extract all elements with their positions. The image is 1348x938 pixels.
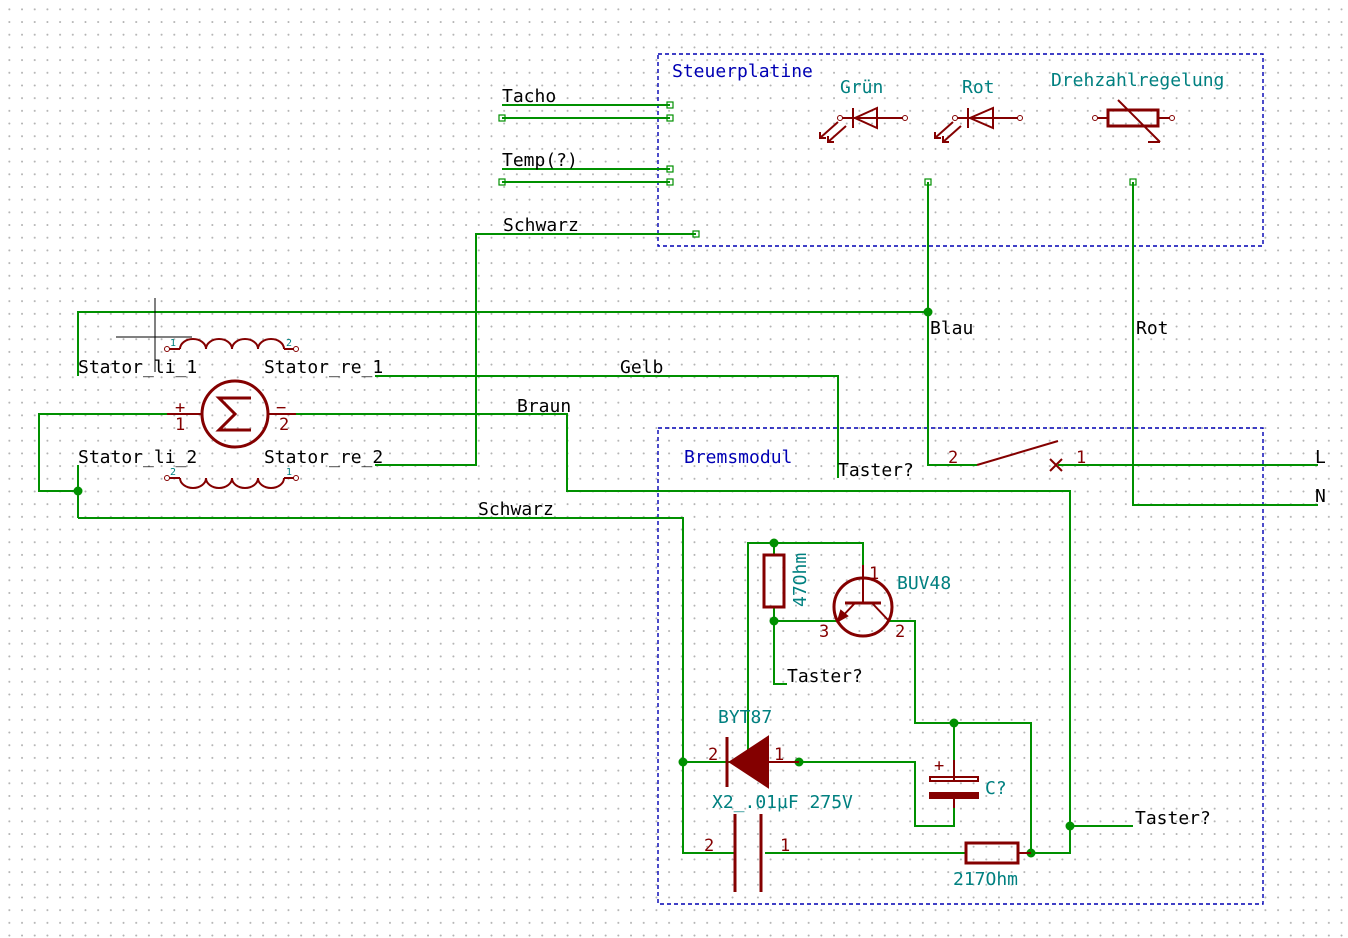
led-green-label: Grün: [840, 77, 883, 98]
junction-taster-right: [1065, 821, 1075, 831]
wire-blau[interactable]: [927, 182, 977, 466]
net-labels: Tacho Temp(?) Schwarz Blau Rot Gelb Brau…: [78, 86, 1326, 829]
wire-emitter[interactable]: [889, 620, 1032, 853]
transistor-pin3: 3: [819, 622, 829, 642]
diode-label: BYT87: [718, 707, 772, 728]
coil-top-pin1: 1: [170, 338, 176, 349]
coil-top-pin2: 2: [286, 338, 292, 349]
resistor-47ohm-label: 47Ohm: [790, 553, 811, 607]
wire-motor-left[interactable]: [38, 413, 167, 492]
wire-gelb[interactable]: [375, 375, 839, 478]
sheet-title-steuerplatine: Steuerplatine: [672, 61, 813, 82]
transistor-pin2: 2: [895, 622, 905, 642]
label-tacho[interactable]: Tacho: [502, 86, 556, 107]
motor[interactable]: + − 1 2: [167, 379, 296, 449]
pin-schwarz[interactable]: [692, 230, 700, 238]
coil-bottom-pin2: 2: [170, 467, 176, 478]
motor-plus: +: [175, 398, 185, 418]
label-l[interactable]: L: [1315, 447, 1326, 468]
wire-cap-minus[interactable]: [799, 761, 955, 827]
pin-tacho-2[interactable]: [666, 114, 674, 122]
label-stator-li-1[interactable]: Stator_li_1: [78, 357, 197, 378]
diode-pin2: 2: [708, 745, 718, 765]
led-red[interactable]: Rot: [934, 77, 1023, 143]
stator-coil-bottom[interactable]: 2 1: [164, 467, 299, 489]
wire-rot[interactable]: [1132, 182, 1318, 506]
motor-pin1: 1: [175, 415, 185, 435]
resistor-217ohm[interactable]: 217Ohm: [953, 841, 1031, 890]
label-braun[interactable]: Braun: [517, 396, 571, 417]
switch[interactable]: 2 1: [948, 440, 1086, 472]
led-green[interactable]: Grün: [819, 77, 908, 143]
label-schwarz-mid[interactable]: Schwarz: [478, 499, 554, 520]
switch-pin2: 2: [948, 448, 958, 468]
potentiometer-label: Drehzahlregelung: [1051, 70, 1224, 91]
label-n[interactable]: N: [1315, 486, 1326, 507]
junction-r47-top: [769, 538, 779, 548]
sheet-steuerplatine[interactable]: Steuerplatine: [657, 53, 1264, 247]
potentiometer[interactable]: Drehzahlregelung: [1051, 70, 1224, 143]
wire-stator-li-1[interactable]: [77, 311, 928, 376]
wire-braun[interactable]: [296, 413, 1071, 854]
led-red-label: Rot: [962, 77, 995, 98]
capacitor-plus: +: [934, 756, 944, 776]
cursor-crosshair: [116, 298, 192, 372]
label-rot[interactable]: Rot: [1136, 318, 1169, 339]
label-gelb[interactable]: Gelb: [620, 357, 663, 378]
label-blau[interactable]: Blau: [930, 318, 973, 339]
capacitor-electrolytic[interactable]: + C?: [929, 756, 1007, 808]
capacitor-film[interactable]: 2 1 X2_.01µF 275V: [704, 792, 853, 892]
label-taster-right[interactable]: Taster?: [1135, 808, 1211, 829]
diode-byt87[interactable]: 2 1 BYT87: [708, 707, 799, 789]
wire-taster-transistor[interactable]: [773, 621, 787, 685]
label-taster-transistor[interactable]: Taster?: [787, 666, 863, 687]
motor-pin2: 2: [279, 415, 289, 435]
transistor-label: BUV48: [897, 573, 951, 594]
wire-schwarz-mid[interactable]: [78, 517, 735, 854]
resistor-217ohm-label: 217Ohm: [953, 869, 1018, 890]
sheet-bremsmodul[interactable]: Bremsmodul: [657, 427, 1264, 905]
pin-temp-1[interactable]: [666, 165, 674, 173]
junction-diode-left: [678, 757, 688, 767]
junction-cap: [949, 718, 959, 728]
diode-pin1: 1: [774, 745, 784, 765]
junction-blau: [923, 307, 933, 317]
pin-temp-2[interactable]: [666, 178, 674, 186]
capacitor-electrolytic-label: C?: [985, 778, 1007, 799]
label-taster-top[interactable]: Taster?: [838, 460, 914, 481]
resistor-47ohm[interactable]: 47Ohm: [762, 553, 811, 609]
motor-minus: −: [276, 398, 286, 418]
capacitor-film-label: X2_.01µF 275V: [712, 792, 853, 813]
stator-coil-top[interactable]: 1 2: [164, 338, 299, 352]
pin-tacho-1[interactable]: [666, 101, 674, 109]
sheet-pins: [498, 101, 1137, 238]
label-stator-re-1[interactable]: Stator_re_1: [264, 357, 383, 378]
pin-tacho-left[interactable]: [498, 114, 506, 122]
label-stator-li-2[interactable]: Stator_li_2: [78, 447, 197, 468]
capacitor-film-pin2: 2: [704, 836, 714, 856]
junction-motor-left: [73, 486, 83, 496]
coil-bottom-pin1: 1: [286, 467, 292, 478]
sheet-title-bremsmodul: Bremsmodul: [684, 447, 792, 468]
switch-pin1: 1: [1076, 448, 1086, 468]
transistor-buv48[interactable]: 1 2 3 BUV48: [819, 564, 951, 642]
pin-temp-left[interactable]: [498, 178, 506, 186]
wire-schwarz-top[interactable]: [375, 233, 696, 466]
label-schwarz-top[interactable]: Schwarz: [503, 215, 579, 236]
junction-base: [769, 616, 779, 626]
wires: [38, 104, 1318, 854]
transistor-pin1: 1: [869, 564, 879, 584]
pin-blau[interactable]: [924, 178, 932, 186]
label-stator-re-2[interactable]: Stator_re_2: [264, 447, 383, 468]
label-temp[interactable]: Temp(?): [502, 150, 578, 171]
pin-rot[interactable]: [1129, 178, 1137, 186]
capacitor-film-pin1: 1: [780, 836, 790, 856]
